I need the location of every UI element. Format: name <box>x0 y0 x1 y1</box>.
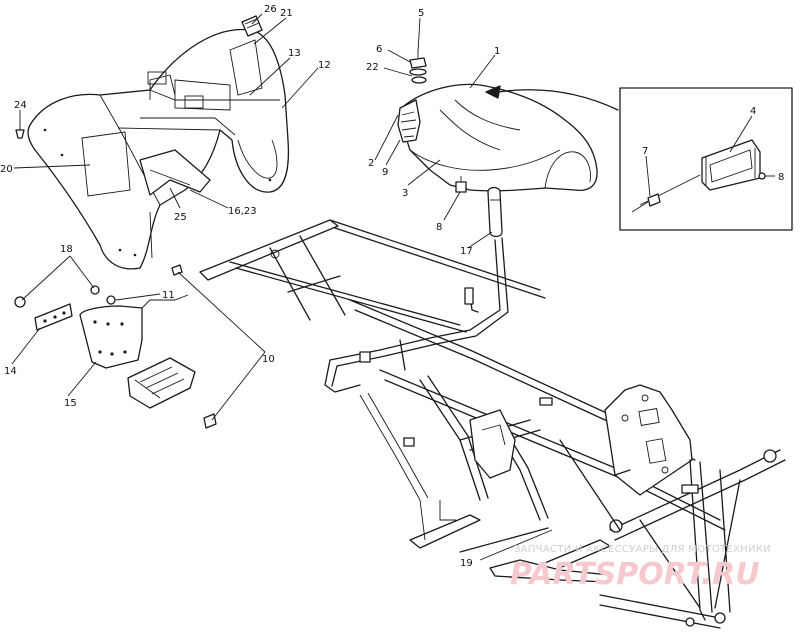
callout-8-latch: 8 <box>778 172 784 183</box>
leader-lines <box>11 13 775 561</box>
bolt-10 <box>171 264 217 429</box>
watermark: ЗАПЧАСТИ И АКСЕССУАРЫ ДЛЯ МОТОТЕХНИКИ PA… <box>510 544 771 592</box>
callout-6: 6 <box>376 44 382 55</box>
callout-1: 1 <box>494 46 500 57</box>
grab-handle-sleeve <box>487 186 503 238</box>
callout-20: 20 <box>0 164 13 175</box>
callout-21: 21 <box>280 8 293 19</box>
callout-7: 7 <box>642 146 648 157</box>
decal-26 <box>241 15 263 37</box>
callout-labels: 26 21 13 12 24 20 25 16,23 5 1 6 22 2 9 … <box>0 4 784 569</box>
seat <box>397 83 598 192</box>
main-frame <box>199 219 786 629</box>
callout-5: 5 <box>418 8 424 19</box>
watermark-brand: PARTSPORT.RU <box>510 557 760 592</box>
callout-25: 25 <box>174 212 187 223</box>
callout-9: 9 <box>382 167 388 178</box>
callout-24: 24 <box>14 100 27 111</box>
callout-18: 18 <box>60 244 73 255</box>
callout-17: 17 <box>460 246 473 257</box>
rear-fender <box>27 28 290 270</box>
footrest-plate <box>127 357 196 409</box>
callout-3: 3 <box>402 188 408 199</box>
seat-bolt <box>455 176 467 193</box>
callout-11: 11 <box>162 290 175 301</box>
callout-8-seat: 8 <box>436 222 442 233</box>
push-rivet-24 <box>15 120 25 139</box>
mud-flap <box>79 294 189 369</box>
callout-26: 26 <box>264 4 277 15</box>
seat-latch-detail-box <box>619 87 793 231</box>
callout-19: 19 <box>460 558 473 569</box>
seat-hardware <box>409 50 427 84</box>
callout-2: 2 <box>368 158 374 169</box>
callout-16-23: 16,23 <box>228 206 257 217</box>
callout-22: 22 <box>366 62 379 73</box>
callout-13: 13 <box>288 48 301 59</box>
callout-4: 4 <box>750 106 756 117</box>
rear-step-bracket <box>14 285 116 331</box>
callout-10: 10 <box>262 354 275 365</box>
watermark-tagline: ЗАПЧАСТИ И АКСЕССУАРЫ ДЛЯ МОТОТЕХНИКИ <box>514 544 771 555</box>
callout-12: 12 <box>318 60 331 71</box>
callout-14: 14 <box>4 366 17 377</box>
callout-15: 15 <box>64 398 77 409</box>
